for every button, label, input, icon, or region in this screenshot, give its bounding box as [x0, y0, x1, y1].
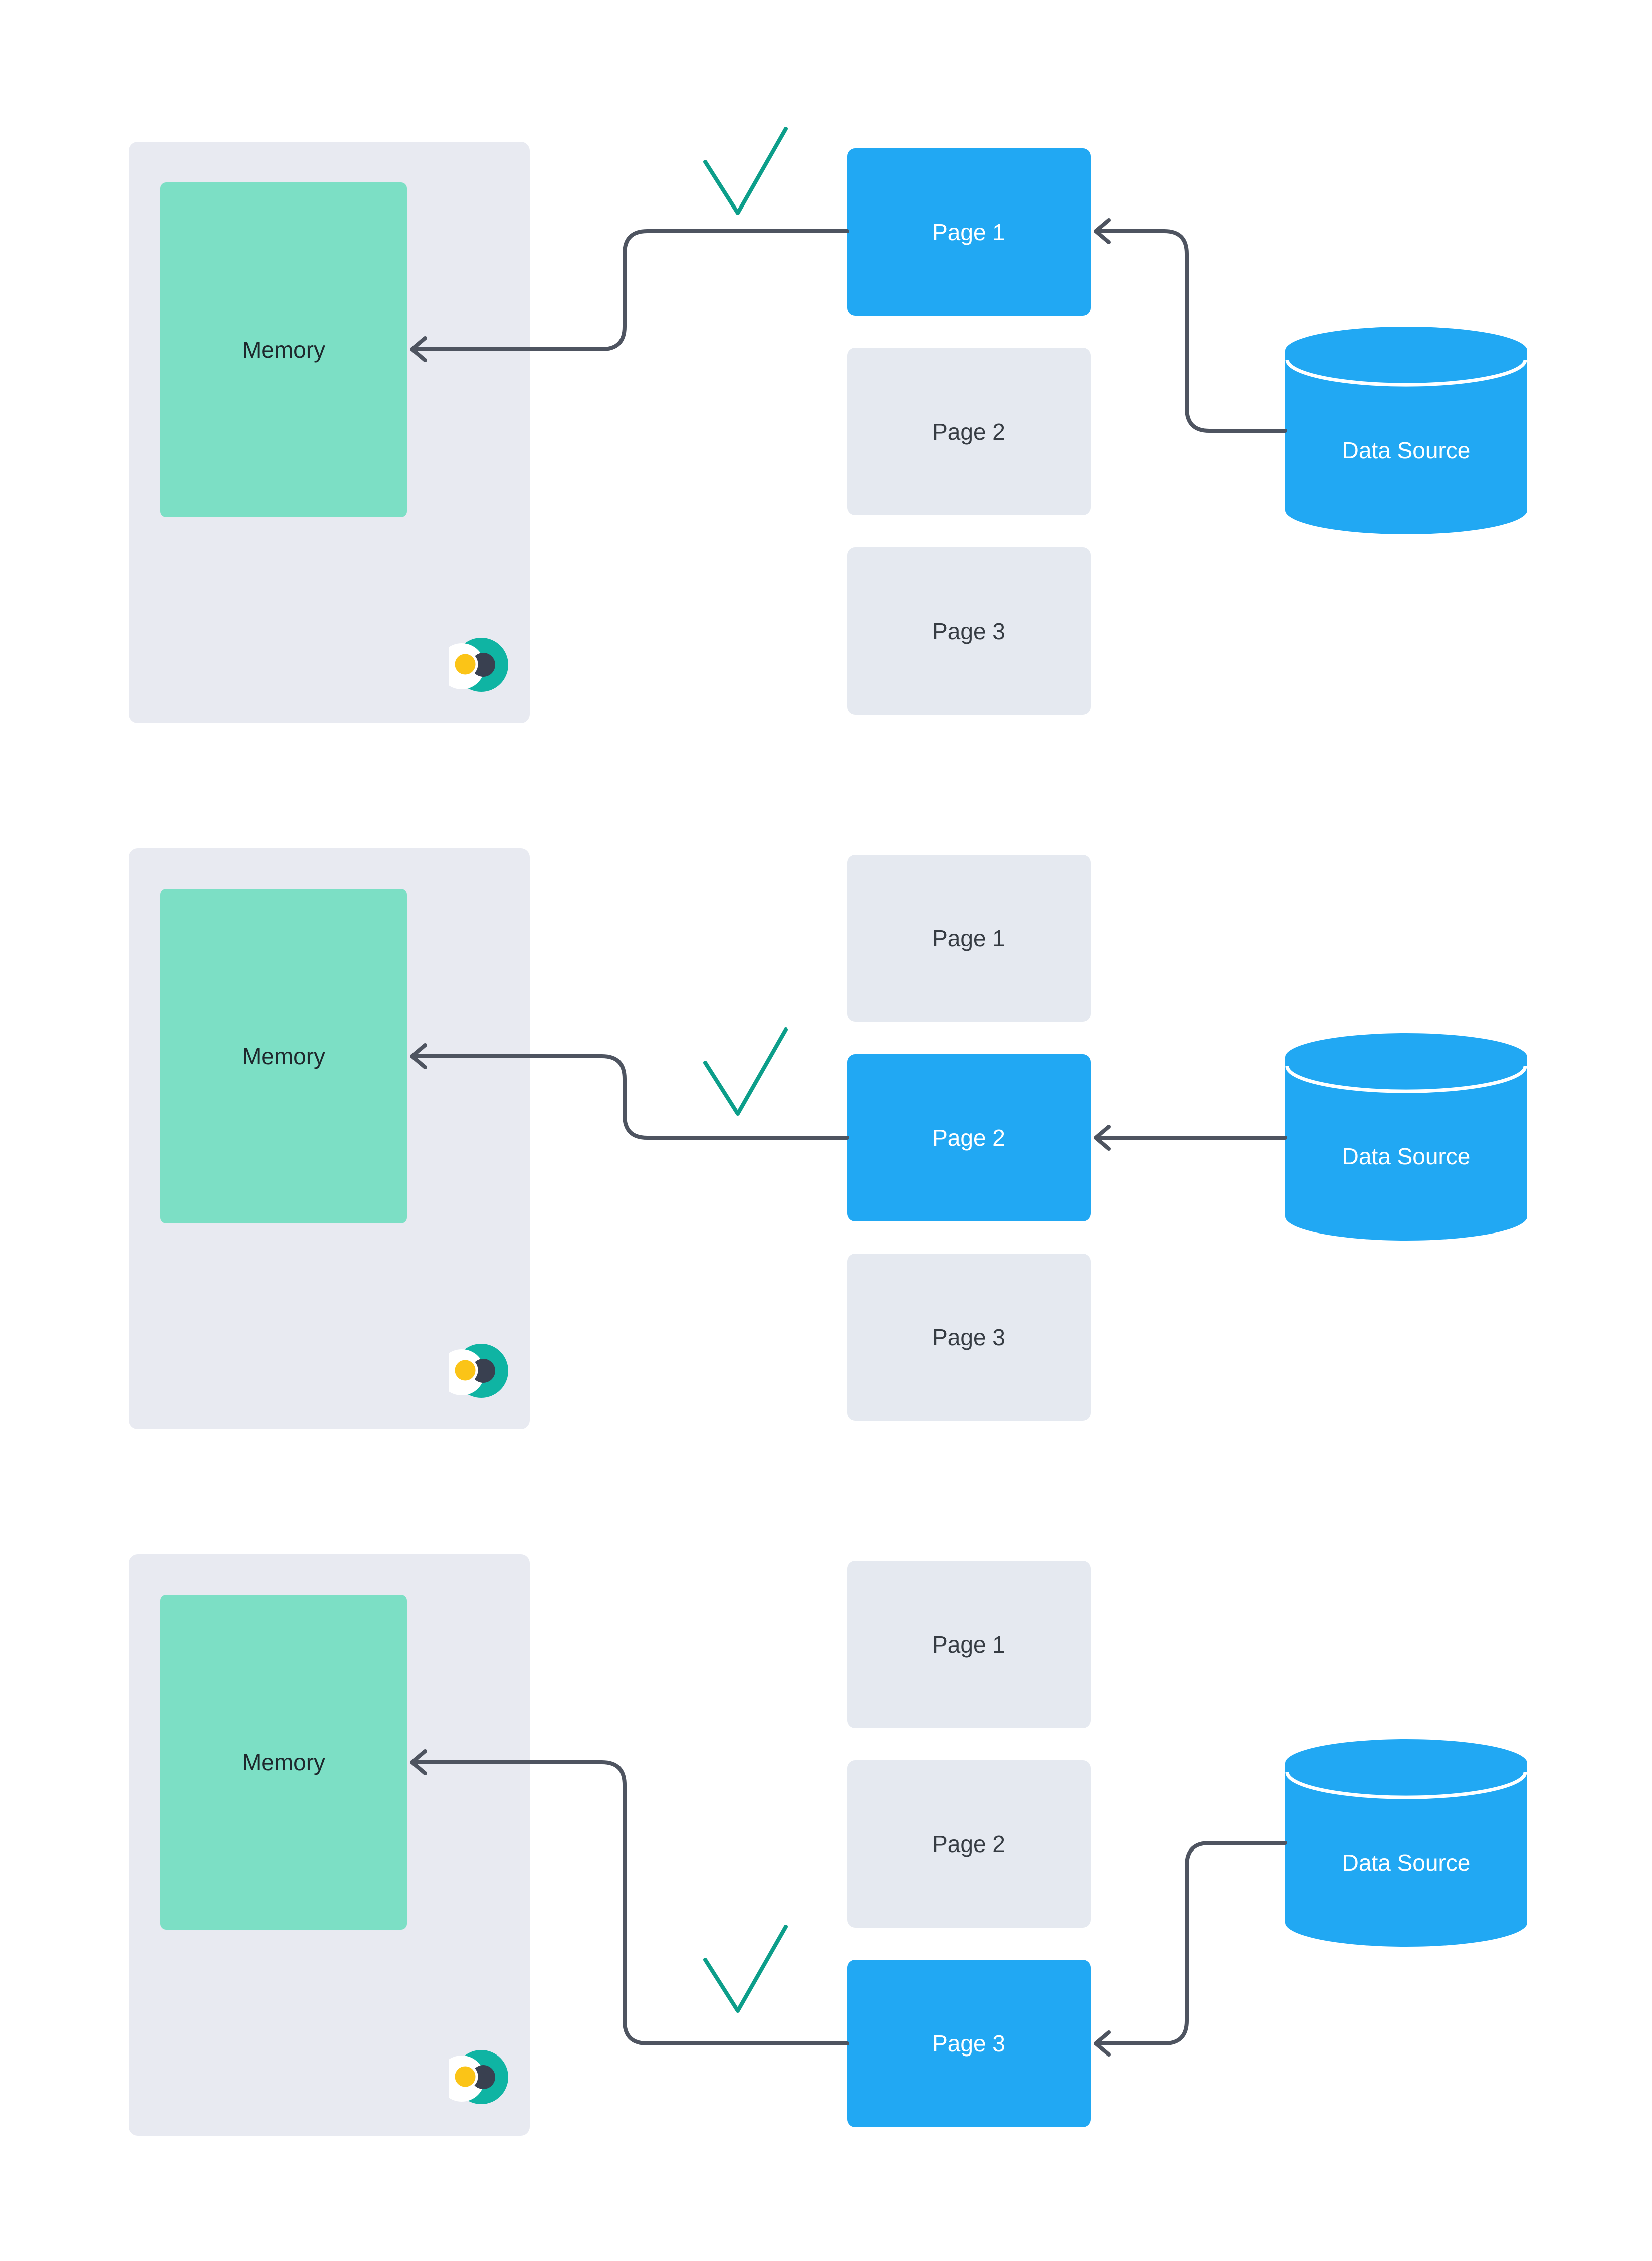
- diagram-step-2: Memory Page 1 Page 2 Page 3 Data Source: [0, 848, 1652, 1429]
- page-3-box: Page 3: [847, 1254, 1091, 1421]
- page-label: Page 2: [932, 1125, 1005, 1151]
- memory-box: Memory: [160, 182, 407, 517]
- checkmark-icon: [703, 1925, 788, 2013]
- page-label: Page 2: [932, 1831, 1005, 1857]
- connector-page1-to-memory: [414, 229, 849, 351]
- connector-page3-to-memory: [414, 1760, 849, 2045]
- left-arrowhead-icon: [410, 1043, 427, 1069]
- page-label: Page 1: [932, 1631, 1005, 1658]
- connector-page2-to-memory: [414, 1054, 849, 1140]
- page-label: Page 1: [932, 925, 1005, 951]
- connector-datasource-to-page1: [1099, 229, 1287, 433]
- checkmark-icon: [703, 1027, 788, 1116]
- page-label: Page 1: [932, 219, 1005, 245]
- page-label: Page 3: [932, 2030, 1005, 2057]
- page-1-box: Page 1: [847, 1561, 1091, 1728]
- eclipse-dot-logo-icon: [449, 2050, 508, 2104]
- memory-label: Memory: [242, 1043, 326, 1069]
- page-2-box: Page 2: [847, 1760, 1091, 1928]
- connector-datasource-to-page3: [1099, 1841, 1287, 2045]
- page-label: Page 3: [932, 618, 1005, 644]
- left-arrowhead-icon: [1094, 2030, 1111, 2057]
- page-label: Page 2: [932, 419, 1005, 445]
- page-1-box: Page 1: [847, 148, 1091, 316]
- memory-box: Memory: [160, 889, 407, 1223]
- datasource-label: Data Source: [1342, 1143, 1471, 1169]
- left-arrowhead-icon: [410, 336, 427, 362]
- eclipse-dot-logo-icon: [449, 638, 508, 692]
- checkmark-icon: [703, 127, 788, 215]
- page-3-box: Page 3: [847, 1960, 1091, 2127]
- database-cylinder-icon: [1285, 1033, 1527, 1241]
- memory-label: Memory: [242, 337, 326, 363]
- left-arrowhead-icon: [410, 1749, 427, 1775]
- left-arrowhead-icon: [1094, 218, 1111, 244]
- page-1-box: Page 1: [847, 855, 1091, 1022]
- page-2-box: Page 2: [847, 348, 1091, 515]
- database-cylinder-icon: [1285, 1739, 1527, 1947]
- page-3-box: Page 3: [847, 547, 1091, 715]
- database-cylinder-icon: [1285, 327, 1527, 534]
- page-label: Page 3: [932, 1324, 1005, 1350]
- datasource-label: Data Source: [1342, 1849, 1471, 1876]
- diagram-step-1: Memory Page 1 Page 2 Page 3 Data Source: [0, 142, 1652, 723]
- left-arrowhead-icon: [1094, 1125, 1111, 1151]
- memory-box: Memory: [160, 1595, 407, 1930]
- memory-label: Memory: [242, 1749, 326, 1775]
- datasource-label: Data Source: [1342, 437, 1471, 463]
- diagram-step-3: Memory Page 1 Page 2 Page 3 Data Source: [0, 1554, 1652, 2136]
- eclipse-dot-logo-icon: [449, 1344, 508, 1398]
- page-2-box: Page 2: [847, 1054, 1091, 1221]
